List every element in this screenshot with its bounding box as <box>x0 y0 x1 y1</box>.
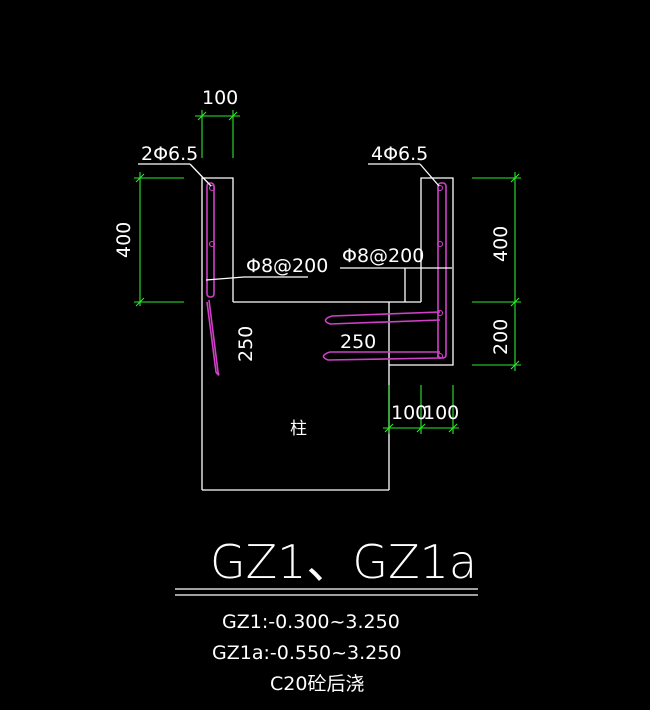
dim-tick <box>384 423 394 433</box>
left-hook-bar <box>206 299 220 376</box>
drawing-title: GZ1、GZ1a <box>210 535 477 589</box>
left-stirrup-label: Φ8@200 <box>246 255 328 277</box>
left-bars-label: 2Φ6.5 <box>141 143 198 165</box>
column-label: 柱 <box>290 419 307 439</box>
dim-left-lower-label: 250 <box>235 326 257 362</box>
right-stirrup-label: Φ8@200 <box>342 245 424 267</box>
dim-tick <box>448 423 458 433</box>
note-concrete: C20砼后浇 <box>270 673 364 695</box>
leader-left-bars-diag <box>189 163 212 187</box>
dim-tick <box>510 297 520 307</box>
dim-tick <box>510 360 520 370</box>
right-flange-outline <box>388 177 454 490</box>
right-bar-low <box>436 309 444 317</box>
left-bar-mid <box>208 240 216 248</box>
column-outline <box>201 177 454 491</box>
dim-tick <box>135 173 145 183</box>
dimension-lines <box>134 110 521 434</box>
left-flange-outline <box>201 177 234 490</box>
leader-lines <box>138 163 452 281</box>
lower-tie-bar <box>322 351 441 361</box>
dim-tick <box>416 423 426 433</box>
dim-horizontal-250-label: 250 <box>340 331 376 353</box>
dim-bottom-right-label: 100 <box>423 402 459 424</box>
right-bars-label: 4Φ6.5 <box>371 143 428 165</box>
dim-right-lower-label: 200 <box>490 319 512 355</box>
dim-tick <box>197 111 207 121</box>
dim-top-label: 100 <box>202 87 238 109</box>
leader-right-bars-diag <box>419 163 440 187</box>
dim-tick <box>510 173 520 183</box>
note-gz1: GZ1:-0.300~3.250 <box>222 611 400 633</box>
dim-bottom-left-label: 100 <box>391 402 427 424</box>
dim-tick <box>228 111 238 121</box>
dim-right-upper-label: 400 <box>490 226 512 262</box>
upper-tie-bar <box>324 311 441 325</box>
rebar-group <box>206 182 447 376</box>
right-stirrup <box>437 182 447 359</box>
left-bar-top <box>208 184 216 192</box>
note-gz1a: GZ1a:-0.550~3.250 <box>212 642 401 664</box>
left-stirrup <box>206 182 215 298</box>
right-bar-mid <box>436 240 444 248</box>
right-bar-top <box>436 184 444 192</box>
dim-left-label: 400 <box>113 222 135 258</box>
dim-tick <box>135 297 145 307</box>
leader-left-stirrup-to-bar <box>205 276 245 281</box>
